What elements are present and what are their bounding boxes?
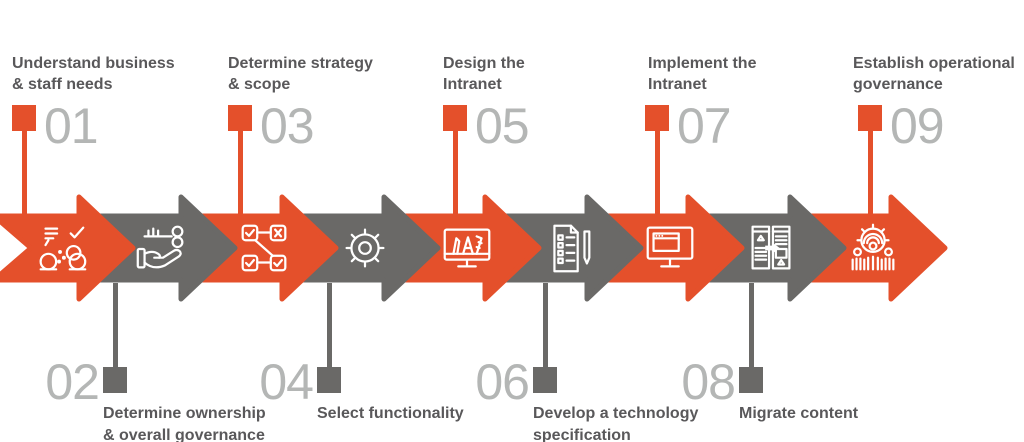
step-marker	[645, 105, 669, 131]
step-label-line: Determine strategy	[228, 55, 373, 72]
step-label-line: & overall governance	[103, 427, 265, 442]
step-label: Understand business & staff needs	[12, 53, 175, 95]
step-label-line: specification	[533, 427, 631, 442]
step-label-line: Intranet	[648, 76, 707, 93]
step-label-line: & scope	[228, 76, 291, 93]
step-marker	[317, 367, 341, 393]
step-label: Establish operational governance	[853, 53, 1015, 95]
step-label: Migrate content	[739, 403, 858, 425]
connector-line	[113, 283, 118, 367]
step-number: 06	[475, 354, 530, 410]
step-label-line: Select functionality	[317, 405, 464, 422]
connector-line	[655, 129, 660, 215]
step-label-line: Determine ownership	[103, 405, 266, 422]
step-marker	[12, 105, 36, 131]
step-number: 01	[44, 98, 99, 154]
gear-people-icon	[851, 223, 895, 271]
step-label: Select functionality	[317, 403, 464, 425]
connector-line	[22, 129, 27, 215]
step-label: Design the Intranet	[443, 53, 525, 95]
connector-line	[749, 283, 754, 367]
step-label: Implement the Intranet	[648, 53, 756, 95]
step-number: 02	[45, 354, 100, 410]
arrow-step-1	[0, 194, 136, 302]
step-label: Determine strategy & scope	[228, 53, 373, 95]
step-label: Develop a technology specification	[533, 403, 698, 442]
step-number: 09	[890, 98, 945, 154]
step-label: Determine ownership & overall governance	[103, 403, 266, 442]
design-tools-monitor-icon	[443, 228, 491, 268]
step-number: 04	[259, 354, 314, 410]
step-marker	[858, 105, 882, 131]
step-label-line: Migrate content	[739, 405, 859, 422]
step-label-line: Intranet	[443, 76, 502, 93]
step-marker	[228, 105, 252, 131]
step-label-line: governance	[853, 76, 943, 93]
hand-key-icon	[136, 225, 184, 269]
browser-monitor-icon	[646, 226, 694, 268]
step-marker	[443, 105, 467, 131]
connector-line	[543, 283, 548, 367]
step-marker	[103, 367, 127, 393]
connector-line	[453, 129, 458, 215]
step-label-line: Develop a technology	[533, 405, 699, 422]
connector-line	[238, 129, 243, 215]
step-number: 08	[681, 354, 736, 410]
step-marker	[533, 367, 557, 393]
step-number: 05	[475, 98, 530, 154]
step-label-line: Establish operational	[853, 55, 1015, 72]
connector-line	[327, 283, 332, 367]
step-marker	[739, 367, 763, 393]
step-label-line: Implement the	[648, 55, 757, 72]
flowchart-checkboxes-icon	[241, 224, 287, 272]
step-label-line: Understand business	[12, 55, 175, 72]
step-number: 07	[677, 98, 732, 154]
step-label-line: & staff needs	[12, 76, 113, 93]
step-label-line: Design the	[443, 55, 525, 72]
specification-document-icon	[553, 224, 591, 273]
gear-icon	[345, 228, 385, 268]
connector-line	[868, 129, 873, 215]
discussion-heads-icon	[39, 226, 87, 271]
step-number: 03	[260, 98, 315, 154]
migrate-content-icon	[751, 225, 791, 270]
